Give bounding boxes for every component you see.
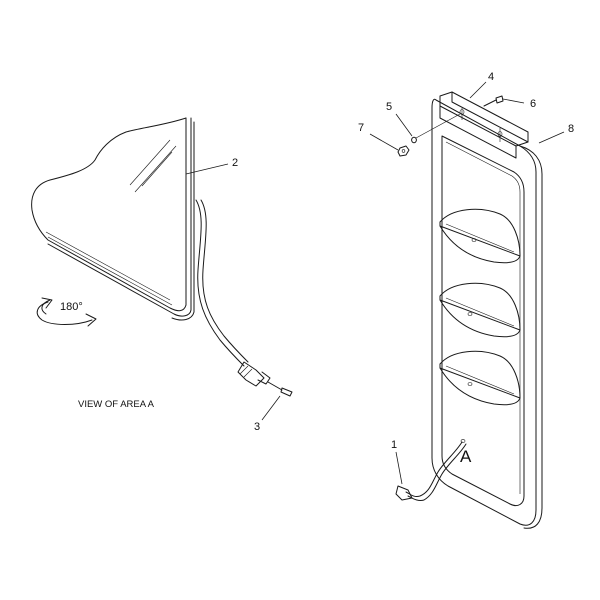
callout-7: 7 — [358, 122, 364, 134]
leader-8 — [538, 131, 565, 144]
lamp-lens-2 — [439, 282, 521, 338]
screw-part-6 — [483, 95, 504, 107]
callout-1: 1 — [391, 439, 397, 451]
lamp-lens-1 — [439, 208, 521, 264]
lamp-lens-3 — [439, 350, 521, 406]
leader-6 — [502, 98, 525, 104]
bolt-axis-line — [415, 113, 461, 139]
mirror-assembly — [395, 91, 543, 529]
callout-3: 3 — [254, 421, 260, 433]
leader-3 — [261, 395, 281, 421]
nut-part-7 — [397, 145, 410, 157]
rotation-label: 180° — [60, 301, 83, 313]
callout-4: 4 — [488, 71, 494, 83]
callout-6: 6 — [530, 98, 536, 110]
leader-2 — [185, 163, 229, 175]
callout-8: 8 — [568, 123, 574, 135]
leader-1 — [395, 451, 403, 485]
callout-2: 2 — [232, 157, 238, 169]
leader-5 — [395, 113, 413, 137]
callout-5: 5 — [386, 101, 392, 113]
leader-7 — [369, 133, 399, 151]
mirror-side-view — [31, 117, 293, 397]
leader-4 — [469, 81, 487, 99]
curved-arrow-icon — [36, 297, 97, 327]
area-marker: A — [460, 447, 472, 466]
washer-part-5 — [411, 136, 417, 144]
view-label: VIEW OF AREA A — [78, 399, 155, 410]
